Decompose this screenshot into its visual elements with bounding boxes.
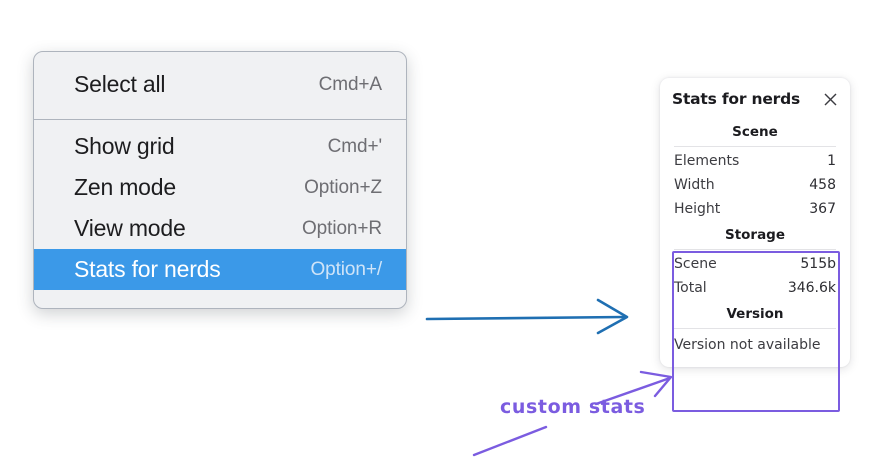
menu-item-label: Stats for nerds — [74, 256, 221, 282]
custom-stats-annotation-label: custom stats — [500, 396, 646, 418]
stat-row: Height 367 — [672, 197, 838, 221]
blue-flow-arrow — [425, 298, 629, 335]
version-note: Version not available — [674, 337, 821, 354]
menu-item-stats-for-nerds[interactable]: Stats for nerds Option+/ — [34, 249, 406, 290]
panel-title: Stats for nerds — [672, 90, 801, 108]
context-menu[interactable]: Select all Cmd+A Show grid Cmd+' Zen mod… — [33, 51, 407, 309]
section-rule — [674, 146, 836, 147]
menu-item-shortcut: Cmd+A — [318, 73, 382, 95]
menu-item-label: Select all — [74, 71, 166, 97]
menu-divider — [34, 119, 406, 120]
stat-value: 346.6k — [787, 280, 836, 297]
menu-item-shortcut: Cmd+' — [327, 135, 382, 157]
stat-row: Scene 515b — [672, 252, 838, 276]
stat-label: Elements — [674, 153, 740, 169]
stat-value: 458 — [809, 177, 836, 194]
panel-header: Stats for nerds — [672, 88, 838, 118]
menu-group-2: Show grid Cmd+' Zen mode Option+Z View m… — [34, 120, 406, 300]
stat-label: Scene — [674, 256, 717, 273]
stat-row: Width 458 — [672, 173, 838, 197]
section-heading-scene: Scene — [732, 124, 778, 140]
stat-value: 1 — [827, 153, 836, 169]
menu-item-show-grid[interactable]: Show grid Cmd+' — [34, 126, 406, 167]
menu-item-shortcut: Option+/ — [310, 258, 382, 280]
menu-item-select-all[interactable]: Select all Cmd+A — [34, 64, 406, 105]
menu-item-shortcut: Option+Z — [304, 176, 382, 198]
menu-item-label: Zen mode — [74, 174, 176, 200]
stat-label: Total — [674, 280, 707, 297]
menu-item-shortcut: Option+R — [302, 217, 382, 239]
stat-value: 515b — [800, 256, 836, 273]
purple-underline-stroke — [472, 425, 548, 457]
section-heading-storage: Storage — [724, 227, 786, 244]
section-rule — [674, 249, 836, 251]
stat-label: Width — [674, 177, 715, 194]
menu-item-label: View mode — [74, 215, 186, 241]
menu-item-label: Show grid — [74, 133, 175, 159]
menu-group-1: Select all Cmd+A — [34, 58, 406, 119]
menu-item-view-mode[interactable]: View mode Option+R — [34, 208, 406, 249]
stat-row: Elements 1 — [672, 149, 838, 173]
stat-value: 367 — [809, 201, 836, 218]
close-icon[interactable] — [823, 92, 838, 107]
stat-row: Total 346.6k — [672, 276, 838, 300]
stat-label: Height — [674, 201, 721, 218]
section-rule — [674, 328, 836, 330]
menu-item-zen-mode[interactable]: Zen mode Option+Z — [34, 167, 406, 208]
section-heading-version: Version — [726, 306, 784, 323]
stats-for-nerds-panel: Stats for nerds Scene Elements 1 Width 4… — [660, 78, 850, 368]
